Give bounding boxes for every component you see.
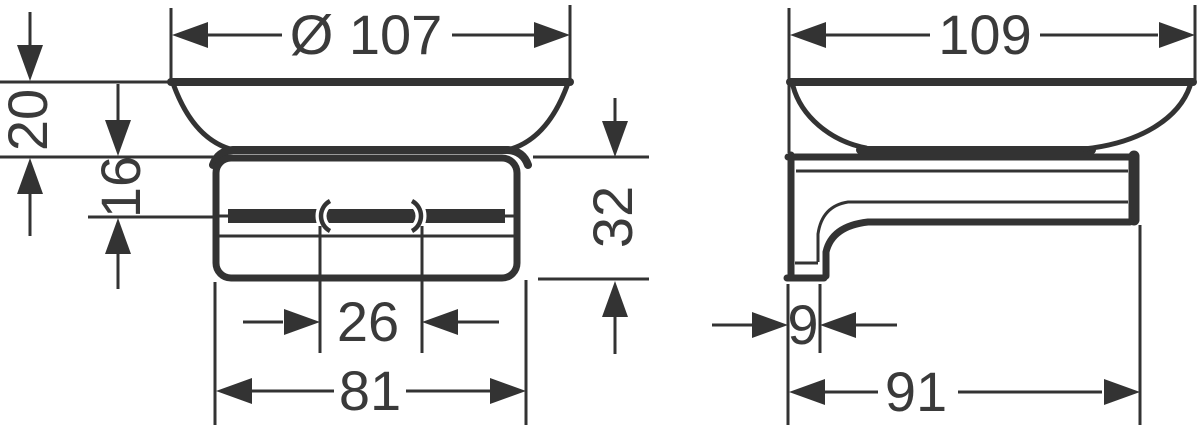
dim-label-holder-inset-height: 16: [89, 156, 152, 218]
dim-clip-spacing: 26: [243, 290, 499, 353]
arrowhead-right: [1104, 379, 1140, 405]
arrowhead-right: [284, 309, 320, 335]
arrowhead-left: [790, 22, 826, 48]
side-dish-right-curve: [1081, 83, 1193, 152]
dim-label-holder-height: 32: [581, 186, 644, 248]
arrowhead-up: [602, 281, 628, 317]
dim-label-clip-spacing: 26: [337, 290, 399, 353]
front-holder-band: [228, 209, 505, 223]
arrowhead-left: [789, 379, 825, 405]
bracket-shelf-underside: [822, 218, 1134, 280]
arrowhead-right: [752, 312, 788, 338]
dim-label-dish-diameter: Ø 107: [290, 3, 443, 66]
front-holder: [212, 154, 521, 353]
dim-wall-plate-depth: 9: [712, 284, 897, 356]
dim-dish-height: 20: [0, 12, 214, 236]
front-dish-left-curve: [171, 83, 233, 152]
front-dish-right-curve: [508, 83, 570, 152]
arrowhead-up: [17, 158, 43, 194]
dim-holder-height: 32: [533, 98, 649, 354]
dim-label-dish-height: 20: [0, 89, 59, 151]
arrowhead-down: [602, 121, 628, 157]
dim-dish-width: 109: [787, 3, 1197, 153]
arrowhead-left: [820, 312, 856, 338]
dim-label-projection-depth: 91: [885, 360, 947, 423]
dim-dish-diameter: Ø 107: [169, 3, 572, 79]
front-dish-bottom: [209, 146, 532, 169]
side-bracket: [783, 150, 1140, 282]
arrowhead-left: [216, 378, 252, 404]
dim-label-holder-width: 81: [339, 359, 401, 422]
arrowhead-left: [172, 22, 208, 48]
arrowhead-up: [105, 218, 131, 254]
front-view: Ø 107 20 16 32: [0, 3, 649, 425]
side-dish-left-curve: [790, 83, 869, 151]
arrowhead-left: [422, 309, 458, 335]
dim-holder-inset-height: 16: [88, 84, 214, 289]
arrowhead-right: [1159, 22, 1195, 48]
side-view: 109 9 91: [712, 3, 1197, 425]
arrowhead-right: [534, 22, 570, 48]
dim-holder-width: 81: [213, 280, 528, 425]
front-clip-left: [318, 199, 332, 233]
arrowhead-down: [17, 45, 43, 81]
dim-label-wall-plate-depth: 9: [787, 293, 818, 356]
dim-projection-depth: 91: [786, 225, 1142, 425]
front-clip-right: [410, 199, 424, 233]
arrowhead-down: [105, 120, 131, 156]
front-dish: [167, 78, 574, 169]
side-dish: [786, 78, 1197, 154]
bracket-inner-contour: [816, 200, 1128, 262]
arrowhead-right: [490, 378, 526, 404]
front-holder-outline: [212, 154, 521, 282]
dim-label-dish-width: 109: [938, 3, 1031, 66]
